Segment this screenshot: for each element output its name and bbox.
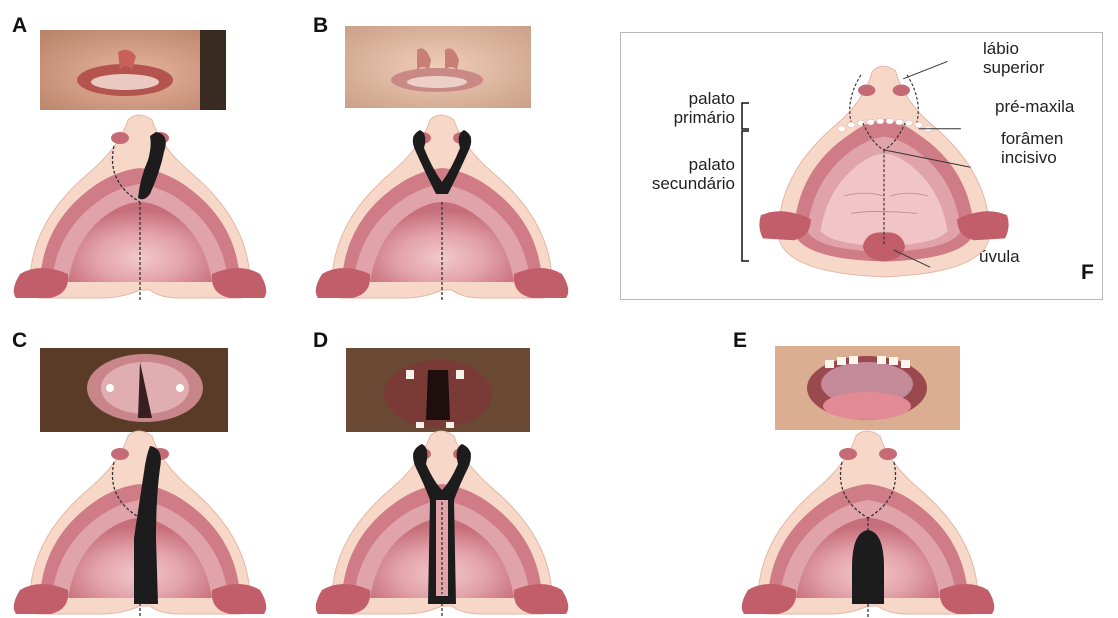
label-labio-superior: lábio superior	[983, 39, 1044, 77]
panel-letter-c: C	[12, 329, 27, 353]
cleft-shape	[852, 530, 884, 604]
panel-letter-b: B	[313, 14, 328, 38]
label-pre-maxila: pré-maxila	[995, 97, 1074, 116]
panel-letter-e: E	[733, 329, 747, 353]
panel-letter-a: A	[12, 14, 27, 38]
palate-bracket	[739, 101, 751, 265]
photo-a	[40, 30, 226, 110]
photo-c	[40, 348, 228, 432]
palate-diagram-d	[312, 428, 572, 618]
palate-diagram-b	[312, 112, 572, 302]
label-palato-secundario: palato secundário	[625, 155, 735, 193]
photo-e	[775, 346, 960, 430]
panel-letter-f: F	[1081, 261, 1094, 285]
label-palato-primario: palato primário	[625, 89, 735, 127]
photo-b	[345, 26, 531, 108]
reference-panel: palato primário palato secundário lábio …	[620, 32, 1103, 300]
photo-d	[346, 348, 530, 432]
palate-diagram-e	[738, 428, 998, 618]
label-foramen-incisivo: forâmen incisivo	[1001, 129, 1063, 167]
label-uvula: úvula	[979, 247, 1020, 266]
panel-letter-d: D	[313, 329, 328, 353]
palate-diagram-c	[10, 428, 270, 618]
reference-diagram	[759, 57, 1009, 289]
palate-diagram-a	[10, 112, 270, 302]
